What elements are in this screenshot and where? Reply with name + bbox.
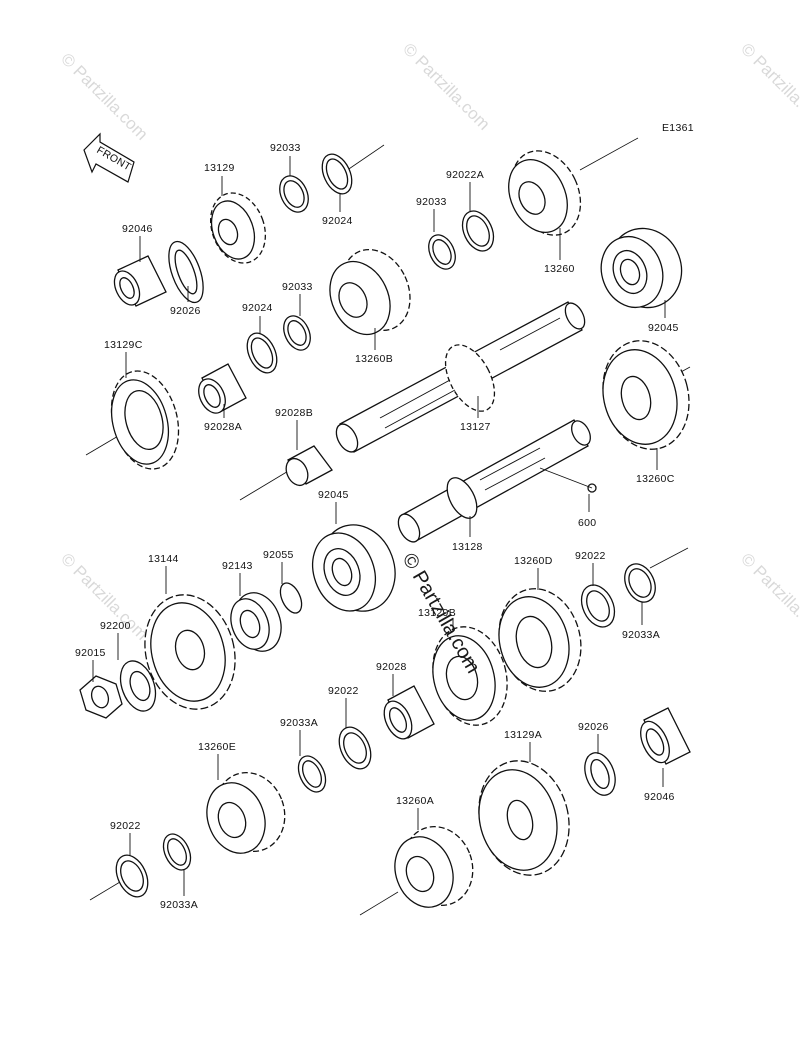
part-13260e-gear <box>206 772 286 854</box>
part-92033-circlip <box>279 175 309 213</box>
part-13129-gear <box>209 192 267 264</box>
part-92033-circlip <box>283 315 311 351</box>
part-13144-sprocket <box>144 594 236 710</box>
callout-label: 13260C <box>636 473 675 485</box>
callout-label: 92022 <box>575 550 606 562</box>
part-13260c-gear <box>602 340 690 450</box>
callout-label: 13129A <box>504 729 542 741</box>
callout-label: 92055 <box>263 549 294 561</box>
callout-label: 92026 <box>170 305 201 317</box>
callout-label: 13260 <box>544 263 575 275</box>
callout-label: 13128 <box>452 541 483 553</box>
watermark-text: © Partzilla.com <box>57 49 151 143</box>
callout-label: 13127 <box>460 421 491 433</box>
watermark-text: © Partzilla.com <box>737 39 800 133</box>
callout-label: 92024 <box>322 215 353 227</box>
part-92026-washer <box>584 752 616 796</box>
part-13260d-gear <box>498 588 582 692</box>
callout-label: 92026 <box>578 721 609 733</box>
callout-label: 92028 <box>376 661 407 673</box>
callout-labels: 13129 92033 92024 92046 92026 92033 9202… <box>75 142 679 911</box>
part-92028-bushing <box>383 685 435 740</box>
callout-label: 92024 <box>242 302 273 314</box>
callout-label: 92028A <box>204 421 242 433</box>
callout-label: 92045 <box>648 322 679 334</box>
part-92033-circlip <box>428 234 456 270</box>
callout-label: 600 <box>578 517 596 529</box>
callout-label: 13260B <box>355 353 393 365</box>
callout-label: 13260E <box>198 741 236 753</box>
part-92055-oring <box>279 582 303 614</box>
callout-label: 92015 <box>75 647 106 659</box>
part-92046-collar <box>640 707 691 765</box>
part-13129c-gear <box>110 370 180 470</box>
callout-label: 92028B <box>275 407 313 419</box>
callout-label: 13129 <box>204 162 235 174</box>
part-92143-collar <box>230 592 282 652</box>
callout-label: 13129C <box>104 339 143 351</box>
callout-label: 92033A <box>160 899 198 911</box>
part-92045-bearing <box>600 227 683 309</box>
part-92028a-bushing <box>198 363 247 414</box>
part-92015-nut <box>79 675 123 719</box>
callout-label: 13260A <box>396 795 434 807</box>
part-92022-washer <box>338 726 372 770</box>
part-13260a-gear <box>394 826 474 908</box>
part-92028b-bushing <box>285 445 333 487</box>
part-13129b-gear <box>432 626 508 726</box>
part-92026-washer <box>168 240 204 304</box>
part-13260-gear <box>508 150 582 236</box>
callout-label: 92022A <box>446 169 484 181</box>
watermark-text: © Partzilla.com <box>737 549 800 643</box>
callout-label: 92033A <box>280 717 318 729</box>
part-92033a-circlip <box>297 755 327 793</box>
part-13260b-gear <box>329 248 411 336</box>
callout-label: 13129B <box>418 607 456 619</box>
part-92033a-circlip <box>162 833 192 871</box>
diagram-code: E1361 <box>662 122 694 134</box>
part-92022-washer <box>580 584 616 628</box>
part-92046-collar <box>113 255 167 307</box>
callout-label: 92033 <box>416 196 447 208</box>
part-13128-shaft <box>397 419 591 543</box>
part-92200-washer <box>119 660 157 712</box>
callout-label: 13144 <box>148 553 179 565</box>
callout-label: 92033A <box>622 629 660 641</box>
part-13127-shaft <box>335 301 586 453</box>
part-92024-washer <box>321 153 353 195</box>
callout-label: 92046 <box>122 223 153 235</box>
watermark-text: © Partzilla.com <box>399 39 493 133</box>
callout-label: 92200 <box>100 620 131 632</box>
front-arrow: FRONT <box>83 132 135 183</box>
callout-label: 92022 <box>328 685 359 697</box>
callout-label: 92033 <box>270 142 301 154</box>
callout-label: 92143 <box>222 560 253 572</box>
leader-lines <box>92 156 666 896</box>
callout-label: 92046 <box>644 791 675 803</box>
callout-label: 92033 <box>282 281 313 293</box>
callout-label: 13260D <box>514 555 553 567</box>
part-92045-bearing <box>312 524 396 612</box>
part-92022a-washer <box>461 210 495 252</box>
part-13129a-gear <box>478 760 570 876</box>
part-92033a-circlip <box>624 563 656 603</box>
callout-label: 92022 <box>110 820 141 832</box>
callout-label: 92045 <box>318 489 349 501</box>
part-92022-washer <box>115 854 149 898</box>
part-92024-washer <box>246 332 278 374</box>
